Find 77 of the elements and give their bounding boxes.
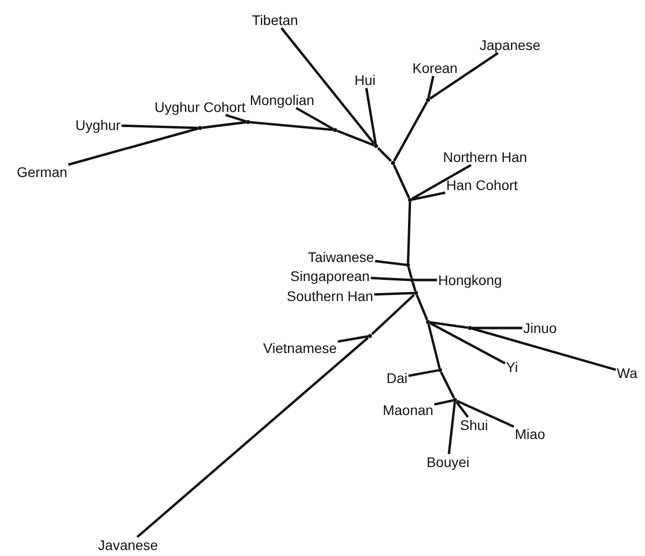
branch-point <box>374 144 378 148</box>
taxon-label: Singaporean <box>289 268 371 284</box>
taxon-label: Vietnamese <box>262 340 338 356</box>
tree-branch <box>374 260 406 266</box>
taxon-label: Hongkong <box>437 272 503 288</box>
tree-branch <box>412 192 446 201</box>
tree-branch <box>434 399 454 406</box>
tree-branch <box>393 101 428 162</box>
branch-point <box>198 126 202 130</box>
taxon-label: Southern Han <box>286 288 374 304</box>
tree-branch <box>377 147 392 162</box>
tree-branch <box>408 369 438 378</box>
tree-branch <box>430 321 468 329</box>
taxon-label: Han Cohort <box>445 177 519 193</box>
branch-point <box>438 368 442 372</box>
branch-point <box>426 98 430 102</box>
taxon-label: Uyghur Cohort <box>153 99 247 115</box>
taxon-label: German <box>16 164 68 180</box>
tree-branch <box>416 294 428 320</box>
tree-branch <box>202 121 246 129</box>
tree-branch <box>456 401 469 418</box>
tree-branch <box>296 106 334 130</box>
taxon-label: Japanese <box>478 37 542 53</box>
tree-branch <box>427 324 441 368</box>
taxon-label: Maonan <box>382 402 434 418</box>
tree-branch <box>280 27 376 145</box>
branch-point <box>414 291 418 295</box>
branch-point <box>410 278 414 282</box>
tree-branch <box>414 278 438 282</box>
tree-branch <box>392 164 410 198</box>
tree-branch <box>225 114 246 123</box>
tree-branch <box>411 282 417 292</box>
tree-branch <box>136 336 369 538</box>
taxon-label: Yi <box>505 359 519 375</box>
tree-branch <box>407 266 413 278</box>
taxon-label: Miao <box>514 426 546 442</box>
taxon-label: Korean <box>411 60 459 76</box>
taxon-label: Taiwanese <box>306 249 376 265</box>
tree-branch <box>440 371 456 399</box>
tree-branch <box>371 294 415 335</box>
tree-branch <box>406 202 412 264</box>
taxon-label: Shui <box>458 417 490 433</box>
tree-branch <box>365 88 377 144</box>
branch-point <box>468 326 472 330</box>
tree-branch <box>68 127 198 166</box>
taxon-label: Jinuo <box>522 320 558 336</box>
branch-point <box>408 198 412 202</box>
tree-branch <box>456 400 514 428</box>
tree-branch <box>448 402 456 454</box>
tree-branch <box>250 120 334 132</box>
tree-branch <box>472 327 616 371</box>
taxon-label: Javanese <box>97 537 159 553</box>
tree-branch <box>336 130 374 146</box>
branch-point <box>246 120 250 124</box>
branch-point <box>391 161 395 165</box>
tree-branch <box>429 52 499 100</box>
taxon-label: Dai <box>386 370 408 386</box>
tree-branch <box>429 322 506 364</box>
branch-point <box>426 320 430 324</box>
branch-point <box>406 263 410 267</box>
taxon-label: Mongolian <box>248 92 316 108</box>
tree-branch <box>427 76 434 98</box>
taxon-label: Hui <box>354 72 376 88</box>
taxon-label: Northern Han <box>442 149 528 165</box>
tree-branch <box>370 276 410 282</box>
tree-branch <box>374 292 414 296</box>
taxon-label: Wa <box>616 365 638 381</box>
branch-point <box>368 334 372 338</box>
taxon-label: Uyghur <box>74 117 122 133</box>
tree-branch <box>411 164 472 200</box>
tree-branch <box>122 124 198 130</box>
branch-point <box>333 128 337 132</box>
tree-branch <box>472 326 522 330</box>
branch-point <box>453 398 457 402</box>
tree-branch <box>338 335 368 343</box>
taxon-label: Bouyei <box>426 454 470 470</box>
taxon-label: Tibetan <box>250 12 300 28</box>
